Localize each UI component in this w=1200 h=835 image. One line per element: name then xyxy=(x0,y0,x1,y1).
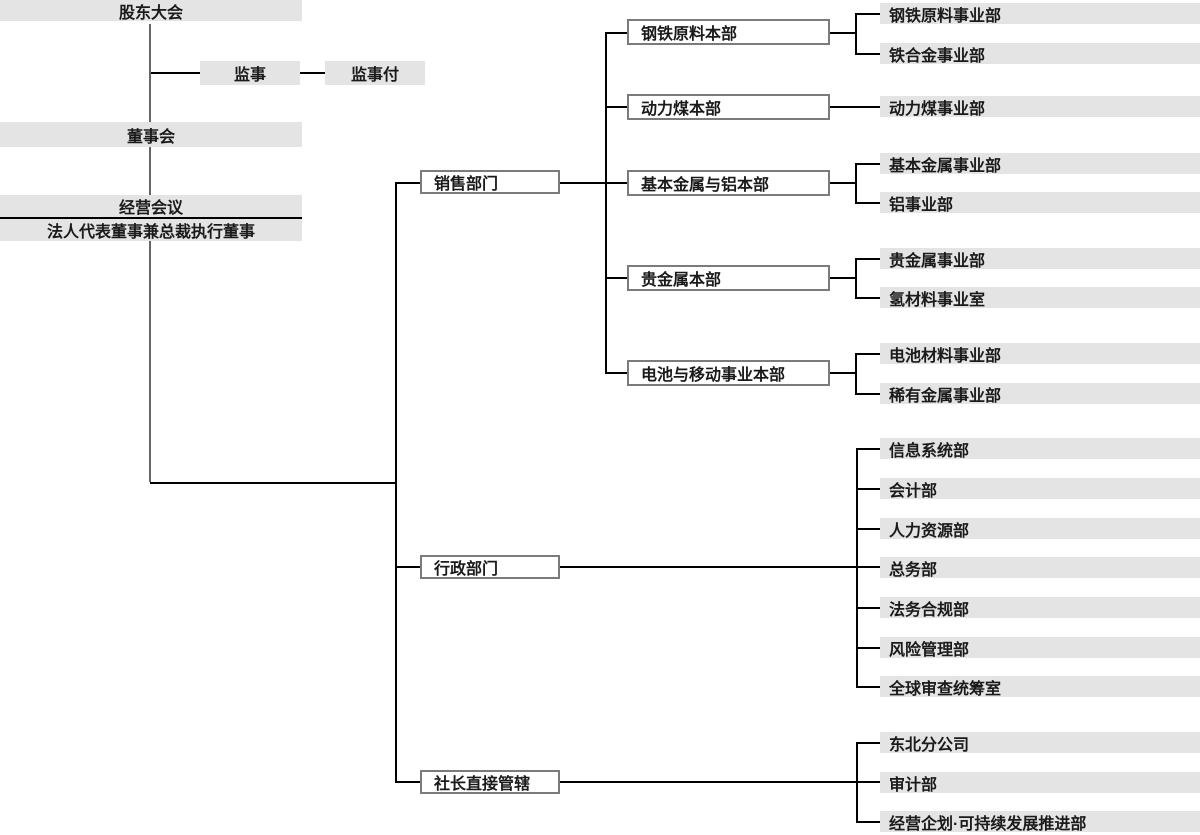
spine-line xyxy=(149,147,151,195)
connector-hline xyxy=(830,372,856,374)
separator-line xyxy=(0,217,302,219)
box-precious-metals-hq: 贵金属本部 xyxy=(627,265,830,291)
connector-hline xyxy=(856,393,880,395)
connector-hline xyxy=(560,781,880,783)
box-admin-division: 行政部门 xyxy=(420,555,560,579)
dept-corporate-planning-sustainability: 经营企划·可持续发展推进部 xyxy=(880,811,1200,833)
connector-hline xyxy=(560,566,880,568)
connector-hline xyxy=(857,821,880,823)
spine-line xyxy=(149,24,151,122)
connector-hline xyxy=(830,182,856,184)
connector-hline xyxy=(396,566,420,568)
box-base-metals-aluminum-hq: 基本金属与铝本部 xyxy=(627,170,830,196)
connector-vline xyxy=(855,13,857,55)
connector-hline xyxy=(857,686,880,688)
connector-hline xyxy=(150,482,397,484)
connector-hline xyxy=(857,607,880,609)
dept-human-resources: 人力资源部 xyxy=(880,518,1200,540)
box-thermal-coal-hq: 动力煤本部 xyxy=(627,94,830,120)
connector-hline xyxy=(830,32,856,34)
connector-hline xyxy=(830,106,880,108)
connector-hline xyxy=(857,528,880,530)
dept-global-review-coordination: 全球审查统筹室 xyxy=(880,676,1200,698)
box-board-of-directors: 董事会 xyxy=(0,122,302,147)
dept-thermal-coal: 动力煤事业部 xyxy=(880,96,1200,118)
box-steel-raw-materials-hq: 钢铁原料本部 xyxy=(627,19,830,45)
connector-hline xyxy=(857,448,880,450)
dept-steel-raw-materials: 钢铁原料事业部 xyxy=(880,3,1200,25)
connector-hline xyxy=(857,488,880,490)
connector-hline xyxy=(857,647,880,649)
box-sales-division: 销售部门 xyxy=(420,170,560,194)
dept-rare-metals: 稀有金属事业部 xyxy=(880,383,1200,405)
box-president-direct-control: 社长直接管辖 xyxy=(420,770,560,794)
box-supervisor-staff: 监事付 xyxy=(325,61,425,85)
box-management-meeting: 经营会议 xyxy=(0,195,302,217)
dept-risk-management: 风险管理部 xyxy=(880,637,1200,659)
connector-hline xyxy=(856,258,880,260)
spine-line xyxy=(149,241,151,482)
dept-ferroalloy: 铁合金事业部 xyxy=(880,43,1200,65)
dept-general-affairs: 总务部 xyxy=(880,557,1200,579)
connector-hline xyxy=(857,742,880,744)
connector-hline xyxy=(606,32,627,34)
box-battery-mobility-hq: 电池与移动事业本部 xyxy=(627,360,830,386)
connector-hline xyxy=(560,182,627,184)
dept-northeast-branch: 东北分公司 xyxy=(880,732,1200,754)
box-supervisor: 监事 xyxy=(200,61,300,85)
connector-hline xyxy=(856,202,880,204)
connector-hline xyxy=(300,72,325,74)
dept-legal-compliance: 法务合规部 xyxy=(880,597,1200,619)
box-ceo-representative-director: 法人代表董事兼总裁执行董事 xyxy=(0,219,302,241)
connector-hline xyxy=(606,372,627,374)
dept-precious-metals: 贵金属事业部 xyxy=(880,248,1200,270)
connector-hline xyxy=(856,13,880,15)
connector-vline xyxy=(856,742,858,823)
connector-hline xyxy=(856,163,880,165)
connector-vline xyxy=(855,353,857,395)
connector-vline xyxy=(605,32,607,374)
connector-hline xyxy=(606,106,627,108)
dept-information-systems: 信息系统部 xyxy=(880,438,1200,460)
dept-audit: 审计部 xyxy=(880,772,1200,794)
connector-hline xyxy=(396,781,420,783)
connector-vline xyxy=(855,258,857,299)
connector-hline xyxy=(830,277,856,279)
dept-hydrogen-materials: 氢材料事业室 xyxy=(880,287,1200,309)
connector-hline xyxy=(606,277,627,279)
connector-hline xyxy=(856,53,880,55)
connector-vline xyxy=(856,448,858,688)
connector-hline xyxy=(856,353,880,355)
trunk-vline xyxy=(395,182,397,783)
connector-hline xyxy=(151,72,200,74)
dept-battery-materials: 电池材料事业部 xyxy=(880,343,1200,365)
dept-accounting: 会计部 xyxy=(880,478,1200,500)
connector-vline xyxy=(855,163,857,204)
dept-aluminum: 铝事业部 xyxy=(880,192,1200,214)
box-shareholders-meeting: 股东大会 xyxy=(0,0,302,22)
connector-hline xyxy=(856,297,880,299)
connector-hline xyxy=(396,182,420,184)
dept-base-metals: 基本金属事业部 xyxy=(880,153,1200,175)
